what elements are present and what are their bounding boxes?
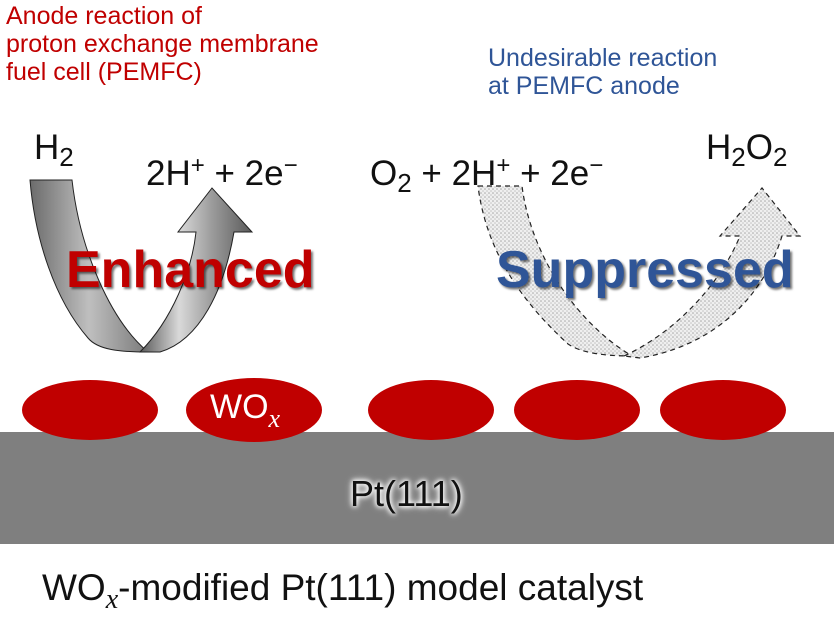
suppressed-label: Suppressed xyxy=(496,241,794,299)
left-caption: Anode reaction of proton exchange membra… xyxy=(6,2,319,86)
arrow-down-left xyxy=(29,179,150,353)
right-caption: Undesirable reaction at PEMFC anode xyxy=(488,44,717,100)
right-caption-line: Undesirable reaction xyxy=(488,44,718,72)
arrow-up-right xyxy=(138,187,254,353)
right-caption-line: at PEMFC anode xyxy=(488,72,680,100)
dashed-arrow-up xyxy=(621,187,802,359)
wox-island xyxy=(22,380,158,440)
left-caption-line: fuel cell (PEMFC) xyxy=(6,58,202,86)
reactant-h2: H2 xyxy=(34,128,74,172)
product-h2o2: H2O2 xyxy=(706,128,788,172)
wox-island xyxy=(660,380,786,440)
wox-island xyxy=(514,380,640,440)
product-protons-electrons: 2H+ + 2e− xyxy=(146,152,298,193)
wox-island-labeled xyxy=(186,378,322,442)
pt-surface-label: Pt(111) xyxy=(350,473,463,514)
enhanced-label: Enhanced xyxy=(66,241,315,299)
reactant-o2-protons: O2 + 2H+ + 2e− xyxy=(370,152,604,198)
left-caption-line: proton exchange membrane xyxy=(6,30,319,58)
figure-title: WOx-modified Pt(111) model catalyst xyxy=(42,567,644,615)
dashed-arrow-down xyxy=(477,185,635,357)
wox-label: WOx xyxy=(210,388,281,433)
left-caption-line: Anode reaction of xyxy=(6,2,202,30)
wox-island xyxy=(368,380,494,440)
pt-surface xyxy=(0,432,834,544)
